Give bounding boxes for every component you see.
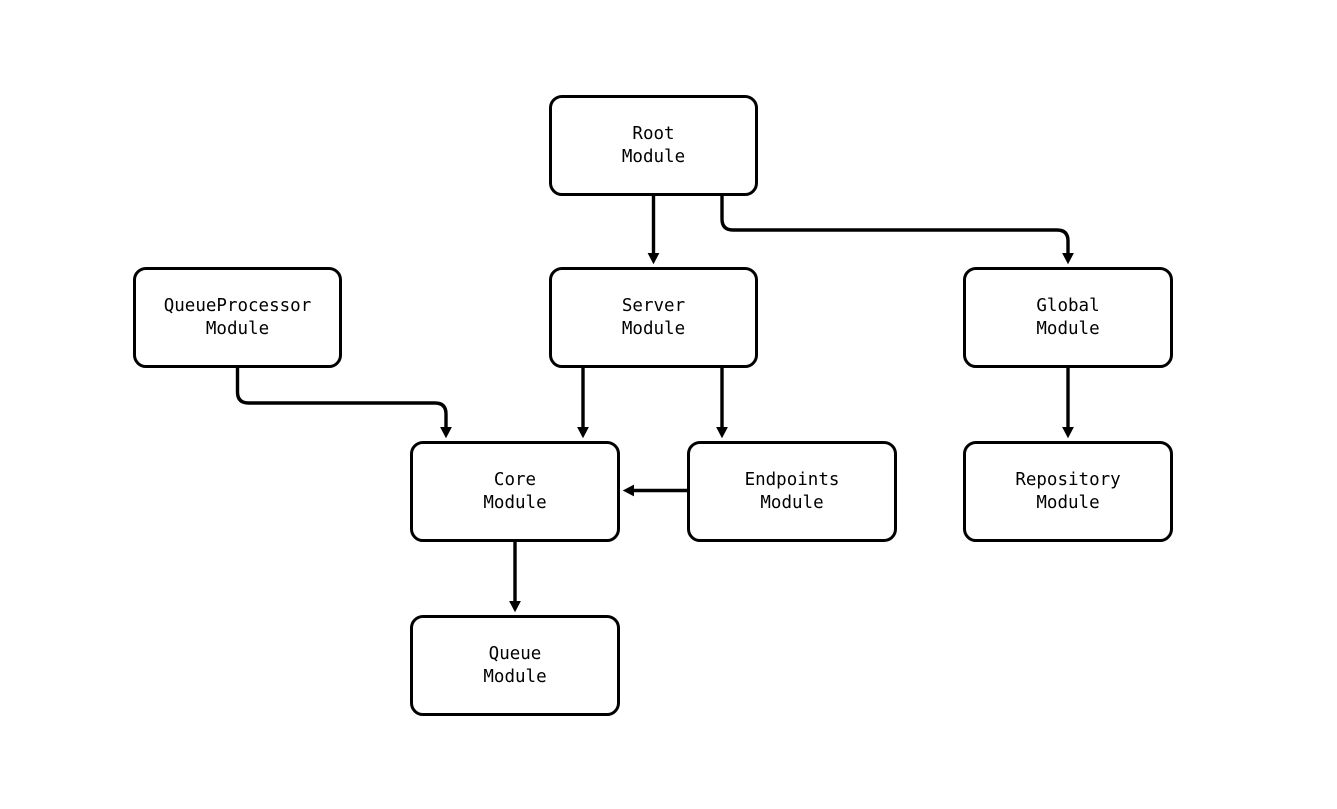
node-repository-module[interactable]: Repository Module [963,441,1173,542]
node-global-module[interactable]: Global Module [963,267,1173,368]
node-queue-module[interactable]: Queue Module [410,615,620,716]
node-endpoints-module-name: Endpoints [744,469,840,490]
node-endpoints-module-suffix: Module [760,492,824,513]
node-core-module-suffix: Module [483,492,547,513]
node-server-module-name: Server [621,295,686,316]
node-queue-module-name: Queue [488,643,542,664]
node-queue-module-suffix: Module [483,666,547,687]
node-core-module-name: Core [493,469,537,490]
node-server-module[interactable]: Server Module [549,267,758,368]
node-queueprocessor-module-name: QueueProcessor [163,295,312,316]
node-root-module-suffix: Module [621,146,686,167]
node-server-module-suffix: Module [621,318,686,339]
edge-root-to-global [720,196,1074,265]
node-queueprocessor-module-suffix: Module [205,318,270,339]
node-core-module[interactable]: Core Module [410,441,620,542]
node-global-module-suffix: Module [1036,318,1100,339]
node-queueprocessor-module[interactable]: QueueProcessor Module [133,267,342,368]
node-endpoints-module[interactable]: Endpoints Module [687,441,897,542]
node-root-module[interactable]: Root Module [549,95,758,196]
edge-queueprocessor-to-core [235,368,452,439]
node-repository-module-suffix: Module [1036,492,1100,513]
node-root-module-name: Root [632,123,675,144]
node-global-module-name: Global [1036,295,1100,316]
node-repository-module-name: Repository [1015,469,1121,490]
